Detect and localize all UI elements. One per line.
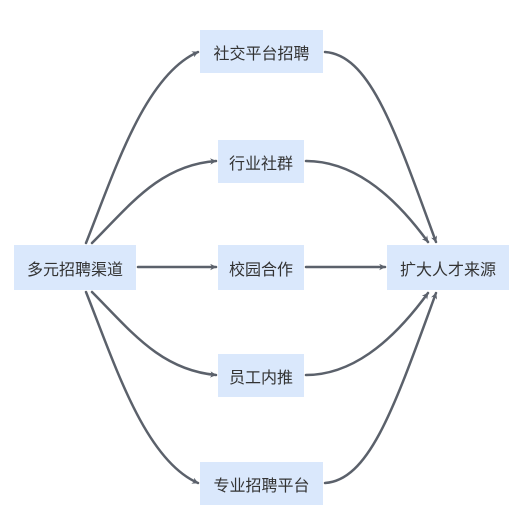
edge-source-to-industry (90, 158, 218, 245)
node-professional-recruiting-platform: 专业招聘平台 (200, 462, 323, 505)
node-industry-community: 行业社群 (218, 140, 304, 183)
edge-referral-to-target (304, 291, 430, 377)
node-campus-cooperation: 校园合作 (218, 245, 304, 290)
node-multi-channel-recruiting: 多元招聘渠道 (14, 245, 136, 290)
edge-platform-to-target (323, 291, 438, 485)
edge-source-to-referral (90, 290, 218, 378)
edge-social-to-target (323, 50, 438, 244)
edge-industry-to-target (304, 159, 430, 244)
node-social-platform-recruiting: 社交平台招聘 (200, 30, 323, 73)
node-employee-referral: 员工内推 (218, 354, 304, 397)
node-expand-talent-sources: 扩大人才来源 (387, 245, 509, 290)
edge-source-to-platform (84, 290, 200, 485)
edge-source-to-social (84, 50, 200, 245)
